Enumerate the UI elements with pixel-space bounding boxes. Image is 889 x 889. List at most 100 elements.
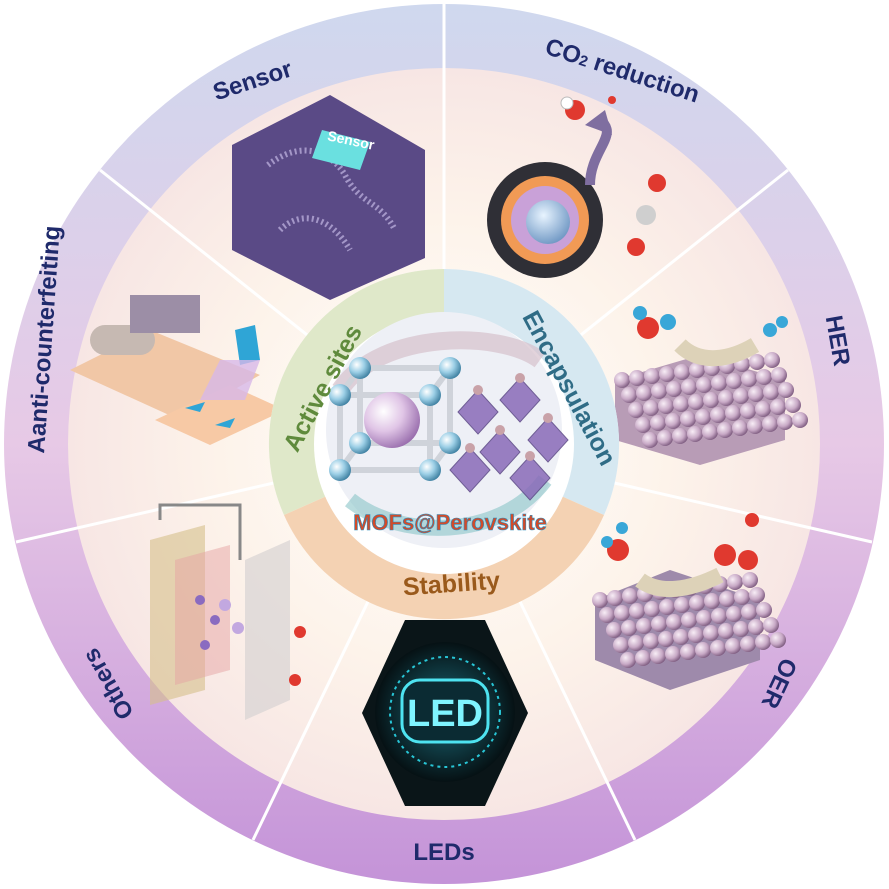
lattice-atom (674, 597, 690, 613)
others-panel (150, 503, 306, 720)
mof-node (419, 384, 441, 406)
perovskite-atom (473, 385, 483, 395)
lattice-atom (644, 368, 660, 384)
lattice-atom (680, 644, 696, 660)
lattice-atom (763, 384, 779, 400)
lattice-atom (607, 590, 623, 606)
lattice-atom (749, 354, 765, 370)
lattice-atom (755, 634, 771, 650)
lattice-atom (785, 397, 801, 413)
lattice-atom (778, 382, 794, 398)
lattice-atom (733, 621, 749, 637)
perovskite-atom (465, 443, 475, 453)
her-panel (614, 306, 808, 465)
lattice-atom (748, 386, 764, 402)
lattice-atom (681, 612, 697, 628)
lattice-atom (764, 352, 780, 368)
lattice-atom (710, 407, 726, 423)
lattice-atom (659, 599, 675, 615)
lattice-atom (643, 633, 659, 649)
lattice-atom (665, 413, 681, 429)
lattice-atom (748, 619, 764, 635)
lattice-atom (650, 648, 666, 664)
lattice-atom (636, 385, 652, 401)
mof-node (329, 384, 351, 406)
lattice-atom (657, 430, 673, 446)
lattice-atom (622, 588, 638, 604)
lattice-atom (770, 632, 786, 648)
lattice-atom (680, 411, 696, 427)
anti-counterfeiting-panel (70, 295, 285, 445)
lattice-atom (673, 396, 689, 412)
lattice-atom (636, 618, 652, 634)
lattice-atom (733, 388, 749, 404)
lattice-atom (599, 607, 615, 623)
perovskite-atom (525, 451, 535, 461)
lattice-atom (725, 638, 741, 654)
lattice-atom (770, 399, 786, 415)
lattice-atom (673, 629, 689, 645)
perovskite-octahedron (479, 429, 521, 475)
inner-label-stability: Stability (402, 567, 501, 602)
lattice-atom (689, 362, 705, 378)
lattice-atom (687, 426, 703, 442)
lattice-atom (711, 608, 727, 624)
lattice-atom (703, 392, 719, 408)
lattice-atom (651, 616, 667, 632)
lattice-atom (704, 593, 720, 609)
lattice-atom (717, 422, 733, 438)
lattice-atom (688, 627, 704, 643)
lattice-atom (621, 387, 637, 403)
lattice-atom (681, 379, 697, 395)
lattice-atom (741, 371, 757, 387)
lattice-atom (740, 403, 756, 419)
lattice-atom (688, 394, 704, 410)
lattice-atom (710, 640, 726, 656)
lattice-atom (792, 412, 808, 428)
lattice-atom (689, 595, 705, 611)
lattice-atom (702, 424, 718, 440)
lattice-atom (726, 606, 742, 622)
perovskite-octahedron (509, 455, 551, 501)
lattice-atom (659, 366, 675, 382)
lattice-atom (703, 625, 719, 641)
lattice-atom (734, 589, 750, 605)
led-text: LED (407, 693, 483, 735)
lattice-atom (650, 415, 666, 431)
lattice-atom (732, 420, 748, 436)
lattice-atom (658, 398, 674, 414)
lattice-atom (756, 602, 772, 618)
lattice-atom (658, 631, 674, 647)
lattice-atom (621, 620, 637, 636)
lattice-atom (651, 383, 667, 399)
lattice-atom (672, 428, 688, 444)
mof-node (329, 459, 351, 481)
lattice-atom (741, 604, 757, 620)
center-group: MOFs@Perovskite Active sites Encapsulati… (268, 269, 622, 620)
lattice-atom (695, 642, 711, 658)
lattice-atom (711, 375, 727, 391)
lattice-atom (762, 416, 778, 432)
co2-panel (487, 96, 666, 278)
lattice-atom (629, 370, 645, 386)
lattice-atom (763, 617, 779, 633)
lattice-atom (665, 646, 681, 662)
lattice-atom (614, 372, 630, 388)
lattice-atom (719, 591, 735, 607)
lattice-atom (742, 572, 758, 588)
lattice-atom (614, 605, 630, 621)
lattice-atom (635, 650, 651, 666)
lattice-atom (620, 652, 636, 668)
mof-node (349, 357, 371, 379)
perovskite-atom (495, 425, 505, 435)
perovskite-atom (543, 413, 553, 423)
lattice-atom (755, 401, 771, 417)
mof-node (439, 357, 461, 379)
mof-node (419, 459, 441, 481)
perovskite-octahedron (449, 447, 491, 493)
lattice-atom (695, 409, 711, 425)
lattice-atom (771, 367, 787, 383)
center-title: MOFs@Perovskite (353, 510, 547, 535)
perovskite-octahedron (527, 417, 569, 463)
